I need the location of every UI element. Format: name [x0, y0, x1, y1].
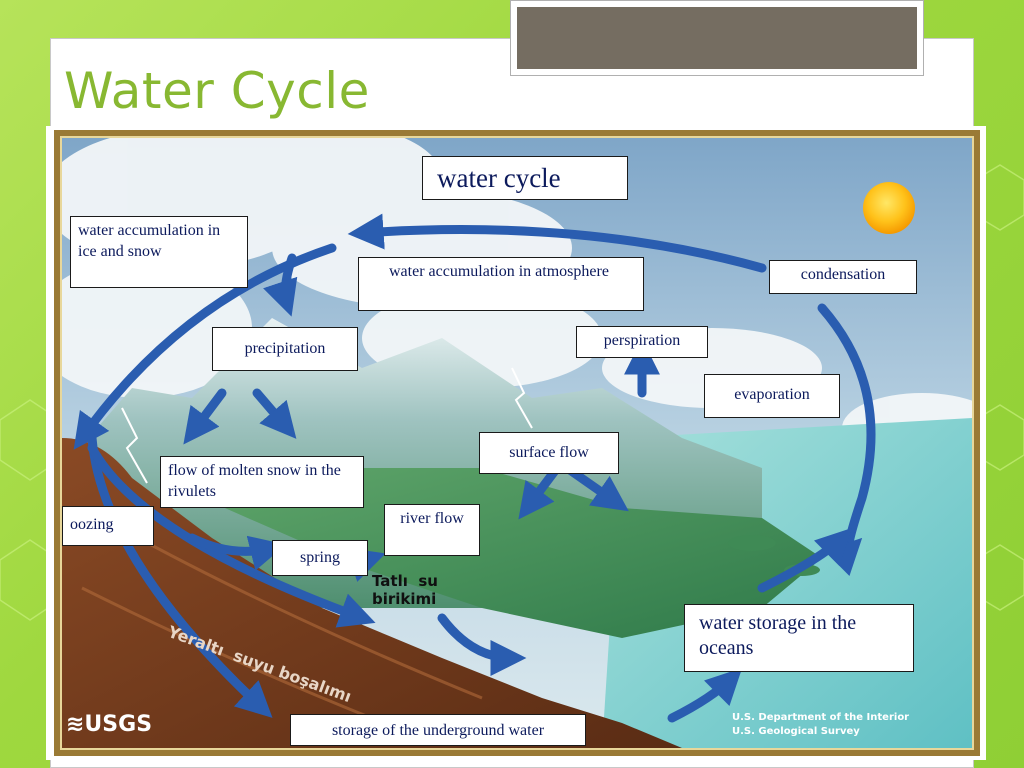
label-evaporation: evaporation — [704, 374, 840, 418]
label-ice-snow: water accumulation in ice and snow — [70, 216, 248, 288]
freshwater-text-line2: birikimi — [372, 590, 437, 608]
label-perspiration: perspiration — [576, 326, 708, 358]
label-water-cycle-heading: water cycle — [422, 156, 628, 200]
freshwater-text-line1: Tatlı su — [372, 572, 438, 590]
label-underground-storage: storage of the underground water — [290, 714, 586, 746]
label-spring: spring — [272, 540, 368, 576]
usgs-logo: ≋USGS — [66, 712, 153, 737]
picture-frame-inner — [60, 136, 974, 750]
slide-title: Water Cycle — [64, 62, 370, 120]
label-molten-snow: flow of molten snow in the rivulets — [160, 456, 364, 508]
title-placeholder-box — [510, 0, 924, 76]
label-precipitation: precipitation — [212, 327, 358, 371]
diagram-frame: water cycle water accumulation in ice an… — [46, 126, 986, 760]
label-river-flow: river flow — [384, 504, 480, 556]
label-oozing: oozing — [62, 506, 154, 546]
usgs-credit-line1: U.S. Department of the Interior — [732, 712, 910, 723]
usgs-credit-line2: U.S. Geological Survey — [732, 726, 860, 737]
label-surface-flow: surface flow — [479, 432, 619, 474]
title-placeholder-fill — [515, 5, 919, 71]
label-ocean-storage: water storage in the oceans — [684, 604, 914, 672]
label-condensation: condensation — [769, 260, 917, 294]
label-atmosphere: water accumulation in atmosphere — [358, 257, 644, 311]
